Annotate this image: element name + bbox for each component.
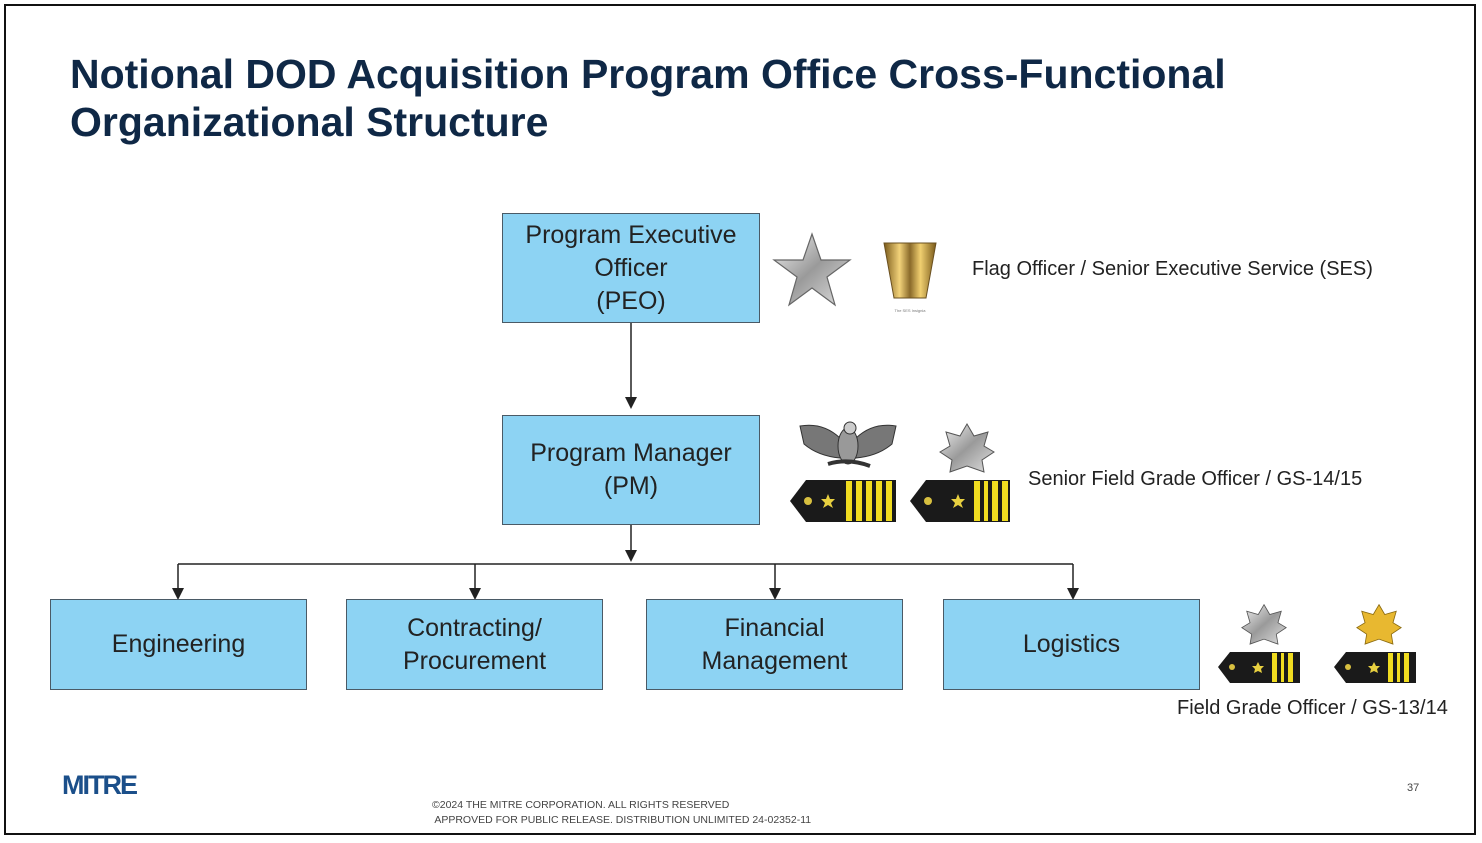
- mitre-logo: MITRE: [62, 770, 138, 800]
- node-peo: Program Executive Officer (PEO): [502, 213, 760, 323]
- lt-commander-shoulder-board-icon-2: [1334, 652, 1416, 683]
- grade-label-flag: Flag Officer / Senior Executive Service …: [972, 258, 1373, 280]
- lt-colonel-silver-leaf-icon: [1241, 603, 1287, 645]
- general-star-icon: [772, 232, 852, 307]
- captain-shoulder-board-icon: [790, 480, 896, 522]
- ses-insignia-icon: The SES Insignia: [883, 242, 937, 313]
- slide-frame: [4, 4, 1476, 835]
- footer-release: APPROVED FOR PUBLIC RELEASE. DISTRIBUTIO…: [434, 814, 812, 826]
- ses-insignia-caption: The SES Insignia: [895, 308, 927, 313]
- node-financial: Financial Management: [646, 599, 903, 690]
- lt-colonel-oak-leaf-icon: [939, 423, 995, 473]
- lt-commander-shoulder-board-icon: [1218, 652, 1300, 683]
- colonel-eagle-icon: [799, 421, 897, 468]
- footer-text: ©2024 THE MITRE CORPORATION. ALL RIGHTS …: [432, 798, 811, 828]
- node-pm: Program Manager (PM): [502, 415, 760, 525]
- node-logistics: Logistics: [943, 599, 1200, 690]
- node-engineering: Engineering: [50, 599, 307, 690]
- page-number: 37: [1407, 782, 1420, 794]
- slide-title: Notional DOD Acquisition Program Office …: [70, 51, 1226, 145]
- footer-copyright: ©2024 THE MITRE CORPORATION. ALL RIGHTS …: [432, 799, 730, 811]
- node-contracting: Contracting/ Procurement: [346, 599, 603, 690]
- major-gold-leaf-icon: [1356, 603, 1402, 645]
- grade-label-senior-field: Senior Field Grade Officer / GS-14/15: [1028, 468, 1363, 490]
- grade-label-field: Field Grade Officer / GS-13/14: [1177, 697, 1448, 719]
- commander-shoulder-board-icon: [910, 480, 1010, 522]
